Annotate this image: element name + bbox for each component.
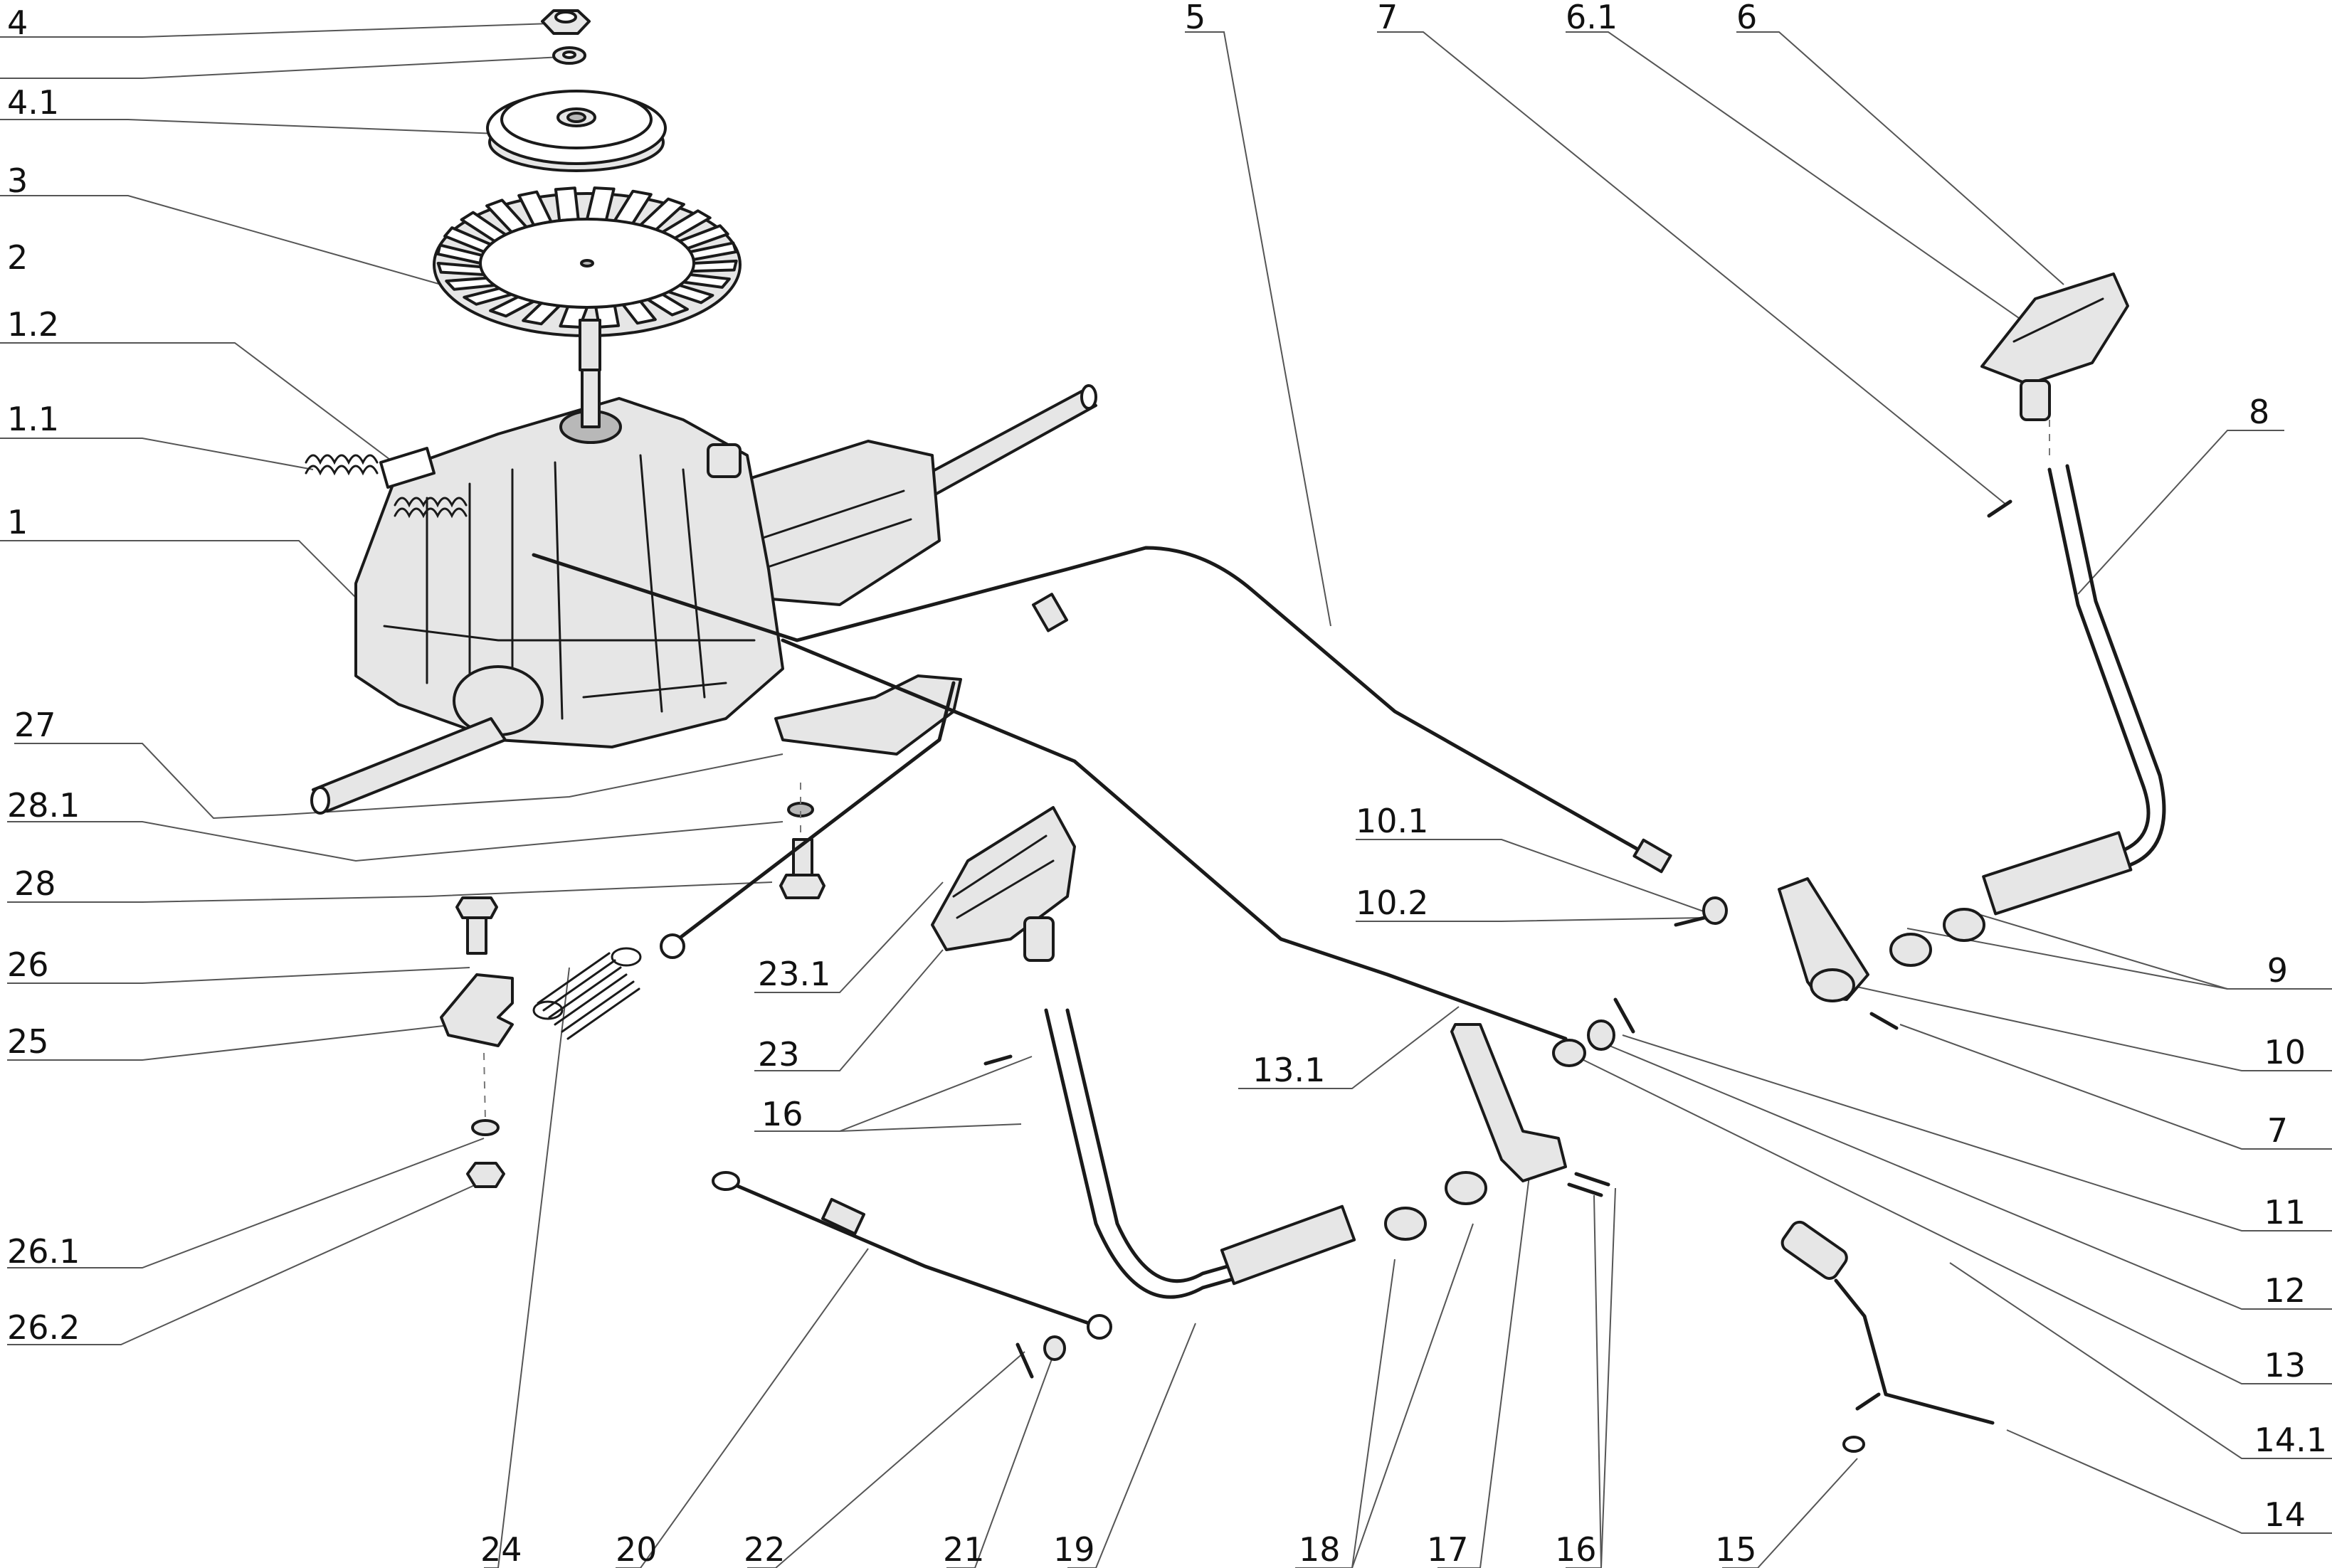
spring-part-24 [532, 947, 642, 1040]
label-20: 20 [616, 1530, 658, 1568]
label-22: 22 [744, 1530, 786, 1568]
bolt-part-26 [455, 896, 498, 955]
label-9: 9 [2267, 951, 2288, 990]
label-18: 18 [1299, 1530, 1341, 1568]
transaxle-housing-part-1 [310, 369, 1097, 815]
clip-part-15 [1842, 1436, 1865, 1453]
pulley-part-3 [486, 90, 667, 172]
label-6-1: 6.1 [1566, 0, 1618, 36]
pin-part-22 [1015, 1342, 1034, 1379]
leader-lines [0, 23, 2332, 1568]
label-8: 8 [2249, 393, 2269, 431]
label-4-1: 4.1 [7, 83, 59, 122]
bushing-part-18 [1384, 1171, 1487, 1241]
nut-part-4 [541, 9, 591, 35]
cable-part-20 [712, 1171, 1112, 1340]
label-2: 2 [7, 238, 28, 277]
label-1: 1 [7, 503, 28, 541]
label-7-top: 7 [1377, 0, 1398, 36]
label-4: 4 [7, 4, 28, 42]
label-13-1: 13.1 [1252, 1051, 1325, 1089]
label-26-1: 26.1 [7, 1232, 80, 1271]
label-27: 27 [14, 706, 56, 744]
pin-part-7-right [1869, 1012, 1899, 1030]
label-17: 17 [1427, 1530, 1469, 1568]
drive-rod-part-8 [1982, 464, 2166, 916]
clevis-part-12 [1552, 1039, 1586, 1067]
label-12: 12 [2264, 1271, 2306, 1310]
label-13: 13 [2264, 1346, 2306, 1384]
cooling-fan-part-2 [433, 186, 742, 371]
spring-part-1-2 [305, 447, 436, 489]
label-6: 6 [1736, 0, 1757, 36]
label-24: 24 [480, 1530, 522, 1568]
washer-part-13 [1587, 1019, 1615, 1051]
cable-part-5 [532, 546, 1672, 874]
washer-part-21 [1043, 1335, 1066, 1361]
label-10-1: 10.1 [1356, 802, 1428, 840]
assembly-axes [483, 420, 2050, 1121]
pin-part-16-left [983, 1054, 1013, 1066]
grip-part-14-1 [1780, 1220, 1848, 1280]
cotter-pin-part-11 [1613, 997, 1635, 1034]
label-23: 23 [758, 1035, 800, 1074]
label-19: 19 [1053, 1530, 1095, 1568]
part-labels: 4 4.1 3 2 1.2 1.1 1 27 28.1 28 26 25 26.… [7, 0, 2327, 1568]
lever-part-17 [1450, 1023, 1567, 1182]
label-28: 28 [14, 864, 56, 903]
label-10-2: 10.2 [1356, 884, 1428, 922]
spring-part-1-1 [394, 497, 468, 519]
fan-blade [554, 186, 580, 223]
brake-pedal-part-23 [931, 806, 1076, 962]
pin-part-16-bottom [1567, 1172, 1610, 1197]
pin-part-7-top [1987, 499, 2012, 518]
lever-part-10 [1778, 877, 1869, 1002]
fan-blade [690, 259, 738, 273]
label-14-1: 14.1 [2254, 1421, 2327, 1459]
label-7-right: 7 [2267, 1111, 2288, 1150]
label-23-1: 23.1 [758, 955, 830, 993]
label-1-2: 1.2 [7, 305, 59, 344]
label-16-left: 16 [761, 1095, 803, 1133]
nut-part-10-1 [1702, 896, 1728, 925]
nut-part-26-2 [466, 1162, 505, 1188]
plate-part-25 [440, 973, 514, 1047]
label-25: 25 [7, 1022, 49, 1061]
label-26-2: 26.2 [7, 1308, 80, 1347]
drive-pedal-part-6 [1980, 272, 2129, 421]
cable-part-13-1 [660, 638, 1568, 1041]
label-1-1: 1.1 [7, 400, 59, 438]
label-14: 14 [2264, 1495, 2306, 1534]
bracket-part-27 [774, 674, 962, 756]
label-28-1: 28.1 [7, 786, 80, 825]
washer-part-26-1 [471, 1119, 500, 1136]
label-26: 26 [7, 945, 49, 984]
label-21: 21 [943, 1530, 985, 1568]
label-15: 15 [1715, 1530, 1757, 1568]
rod-part-14 [1834, 1278, 1995, 1425]
bolt-part-28 [779, 838, 825, 899]
label-10: 10 [2264, 1033, 2306, 1071]
label-5: 5 [1185, 0, 1205, 36]
washer-part-4-1 [552, 46, 586, 65]
bolt-part-10-2 [1674, 916, 1706, 927]
bushing-part-9 [1889, 908, 1985, 967]
label-3: 3 [7, 161, 28, 200]
label-11: 11 [2264, 1193, 2306, 1231]
pedal-rod-part-19 [1044, 1008, 1356, 1299]
label-16-bottom: 16 [1555, 1530, 1597, 1568]
